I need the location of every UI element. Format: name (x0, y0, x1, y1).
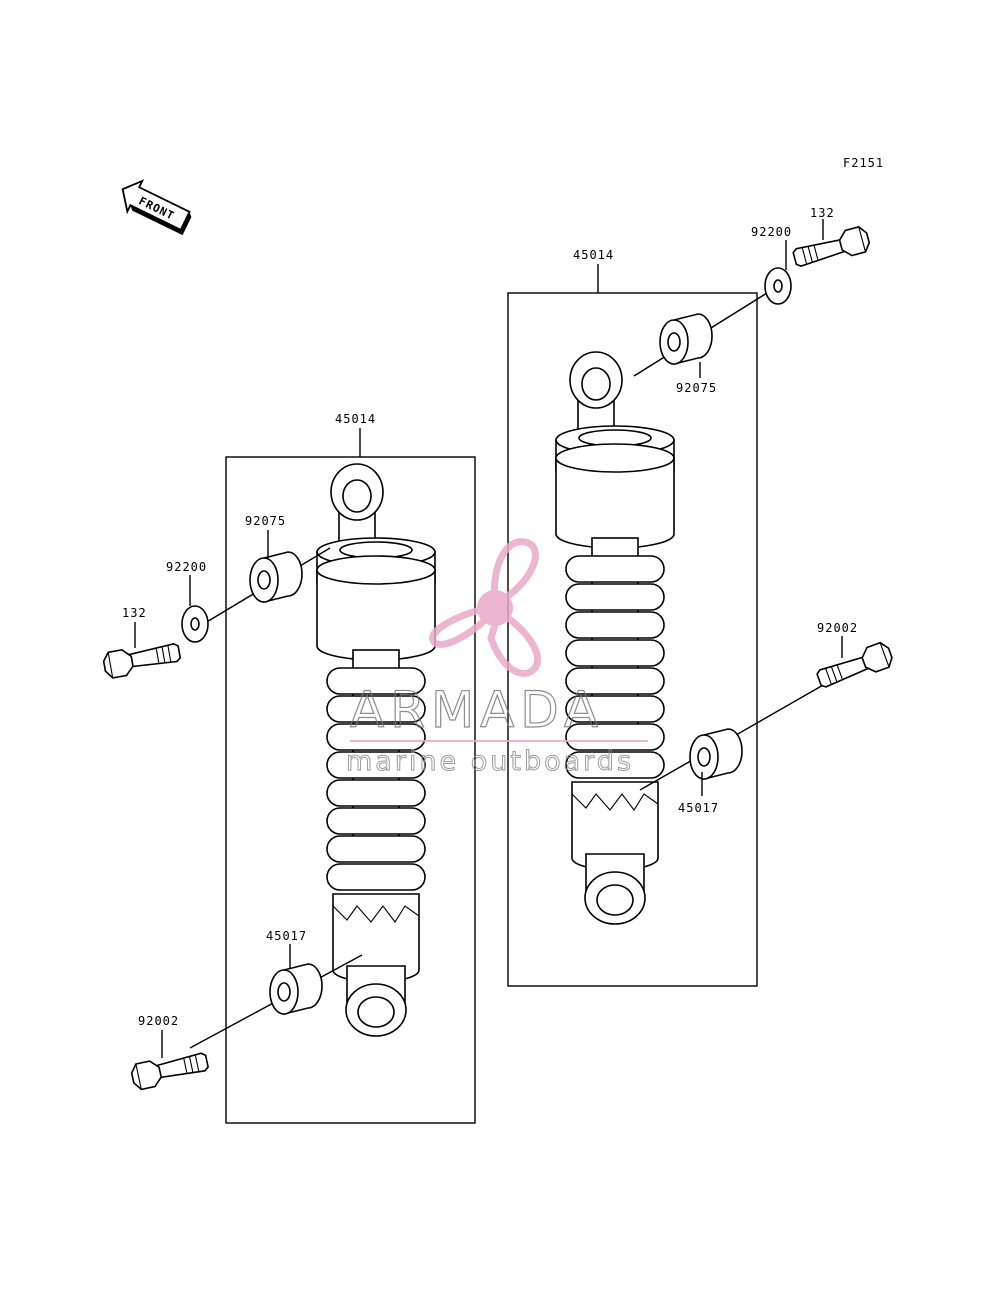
figure-code: F2151 (843, 156, 884, 170)
right-bolt-lower-label: 92002 (817, 621, 858, 635)
left-assembly-label: 45014 (335, 412, 376, 426)
propeller-icon (429, 538, 541, 677)
right-bolt-upper-label: 132 (810, 206, 835, 220)
right-bushing-lower (689, 728, 743, 780)
left-assembly-frame (225, 456, 476, 1124)
left-assembly: 45014 92075 92200 132 45017 92002 (101, 412, 476, 1124)
left-bushing-upper (249, 551, 303, 603)
left-washer-label: 92200 (166, 560, 207, 574)
right-bushing-lower-label: 45017 (678, 801, 719, 815)
left-bushing-lower-label: 45017 (266, 929, 307, 943)
left-washer (181, 605, 209, 643)
right-bushing-upper-label: 92075 (676, 381, 717, 395)
right-washer-label: 92200 (751, 225, 792, 239)
left-bolt-lower-label: 92002 (138, 1014, 179, 1028)
watermark-tagline: marine outboards (346, 746, 634, 777)
right-assembly: 45014 92075 92200 132 45017 92002 (507, 206, 896, 987)
front-arrow-icon: FRONT (121, 179, 192, 236)
right-bolt-lower (813, 639, 896, 692)
left-bolt-lower (129, 1048, 211, 1092)
left-bushing-lower (269, 963, 323, 1015)
right-shock-absorber (555, 351, 675, 925)
watermark-brand: ARMADA (350, 681, 604, 739)
right-bolt-upper (790, 224, 873, 271)
watermark: ARMADA marine outboards (346, 538, 648, 778)
left-bushing-upper-label: 92075 (245, 514, 286, 528)
right-washer (764, 267, 792, 305)
left-bolt-upper-label: 132 (122, 606, 147, 620)
right-assembly-frame (507, 292, 758, 987)
right-assembly-label: 45014 (573, 248, 614, 262)
right-bushing-upper (659, 313, 713, 365)
left-bolt-upper (101, 639, 183, 680)
